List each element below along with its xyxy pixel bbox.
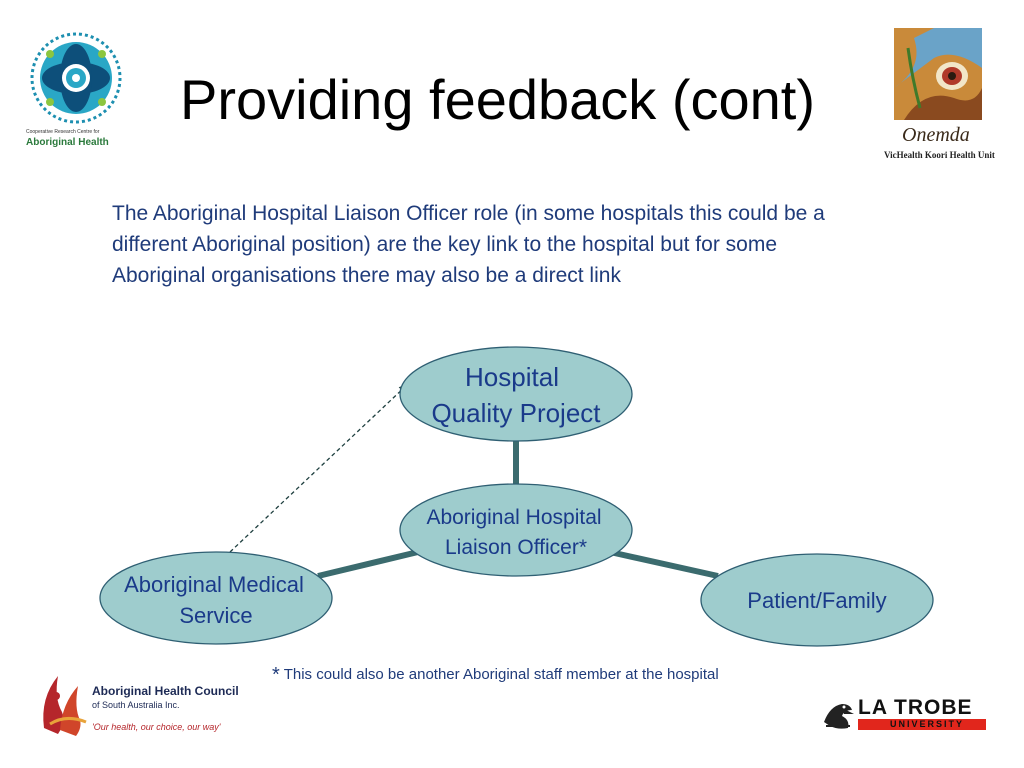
onemda-subtitle: VicHealth Koori Health Unit [884,150,995,160]
ahc-tagline: 'Our health, our choice, our way' [92,722,221,732]
dashed-direct-link-arrow [229,383,409,553]
connector-liaison-patient [609,549,719,579]
ahc-line1: Aboriginal Health Council [92,684,239,698]
ahc-figures-icon [43,676,87,736]
node-medical-line2: Service [179,603,252,628]
la-trobe-line1: LA TROBE [858,696,973,719]
node-liaison-officer: Aboriginal Hospital Liaison Officer* [399,483,633,577]
onemda-artwork-icon [894,28,982,120]
node-medical-service: Aboriginal Medical Service [99,551,333,645]
ahc-sa-logo: Aboriginal Health Council of South Austr… [36,668,266,744]
page-title: Providing feedback (cont) [180,68,816,131]
node-hospital-quality-line2: Quality Project [431,398,601,428]
onemda-logo: Onemda VicHealth Koori Health Unit [884,28,999,168]
node-patient-family-label: Patient/Family [747,588,886,613]
footnote: * This could also be another Aboriginal … [272,664,719,687]
node-liaison-line2: Liaison Officer* [445,536,587,559]
node-hospital-quality-line1: Hospital [465,362,559,392]
connector-medical-liaison [317,549,419,579]
node-patient-family: Patient/Family [700,553,934,647]
intro-paragraph: The Aboriginal Hospital Liaison Officer … [112,202,825,287]
crc-aboriginal-health-logo: Cooperative Research Centre for Aborigin… [22,28,132,153]
pelican-crest-icon [824,704,854,729]
footnote-text: This could also be another Aboriginal st… [283,666,719,683]
node-hospital-quality-project: Hospital Quality Project [399,346,633,442]
crc-line1: Cooperative Research Centre for [26,129,100,135]
la-trobe-band [858,719,986,730]
la-trobe-line2: UNIVERSITY [890,719,965,729]
crc-line2: Aboriginal Health [26,137,109,148]
node-medical-line1: Aboriginal Medical [124,572,304,597]
la-trobe-logo: LA TROBE UNIVERSITY [820,694,990,734]
onemda-name: Onemda [902,124,970,146]
crc-emblem-icon [30,32,122,124]
footnote-asterisk: * [272,664,280,686]
node-liaison-line1: Aboriginal Hospital [426,506,601,529]
ahc-line2: of South Australia Inc. [92,700,180,710]
